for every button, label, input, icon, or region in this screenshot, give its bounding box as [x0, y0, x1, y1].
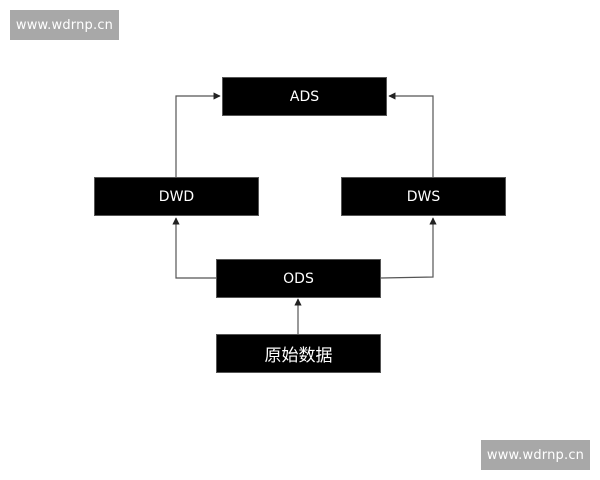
- node-ods: ODS: [216, 259, 381, 298]
- node-raw-data: 原始数据: [216, 334, 381, 373]
- watermark-bottom-right: www.wdrnp.cn: [481, 440, 590, 470]
- node-dwd: DWD: [94, 177, 259, 216]
- node-ads: ADS: [222, 77, 387, 116]
- edge-ods-to-dwd: [172, 217, 216, 279]
- node-dws: DWS: [341, 177, 506, 216]
- watermark-top-left: www.wdrnp.cn: [10, 10, 119, 40]
- edge-dwd-to-ads: [175, 92, 221, 177]
- edge-dws-to-ads: [388, 92, 434, 177]
- edge-ods-to-dws: [379, 217, 437, 279]
